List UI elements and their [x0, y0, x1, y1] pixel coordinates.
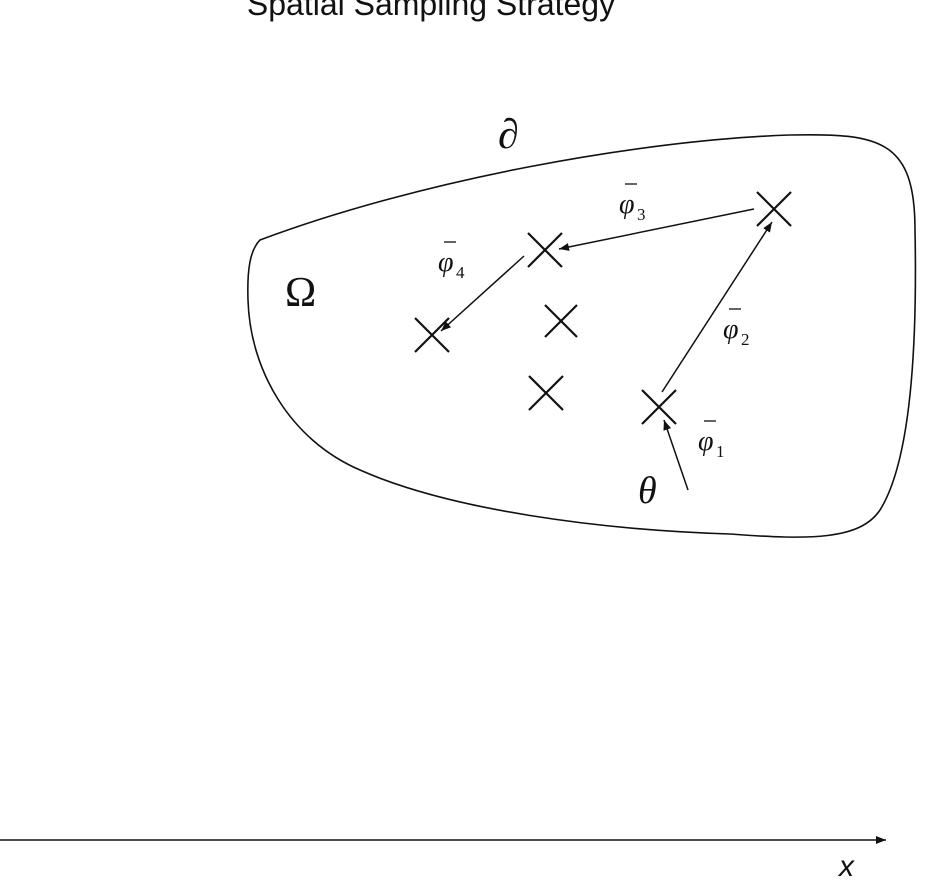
vector-symbol: φ [698, 426, 714, 457]
diagram-title: Spatial Sampling Strategy [246, 0, 616, 22]
vector-subscript: 1 [716, 442, 725, 461]
sample-marker-start [641, 389, 677, 425]
vector-label-2: φ 2 [723, 308, 750, 349]
vector-arrow-3 [558, 208, 755, 251]
domain-label: Ω [285, 270, 316, 316]
vector-symbol: φ [438, 247, 454, 278]
sample-marker-extra-1 [544, 304, 578, 338]
vector-symbol: φ [619, 189, 635, 220]
sample-marker-2 [756, 191, 792, 227]
vector-label-1: φ 1 [698, 420, 725, 461]
sample-marker-extra-2 [528, 375, 564, 411]
vector-label-4: φ 4 [438, 241, 465, 282]
vector-arrow-2 [661, 221, 773, 393]
start-label: θ [638, 470, 657, 512]
vector-symbol: φ [723, 314, 739, 345]
x-axis-label: x [837, 850, 855, 883]
sample-marker-3 [527, 232, 563, 268]
vector-arrow-4 [440, 255, 525, 332]
domain-boundary [247, 133, 917, 538]
sample-marker-4 [414, 317, 450, 353]
vector-arrow-1 [663, 419, 689, 491]
vector-subscript: 4 [456, 263, 465, 282]
boundary-label: ∂ [498, 112, 519, 158]
vector-label-3: φ 3 [619, 183, 646, 224]
vector-subscript: 3 [637, 205, 646, 224]
vector-subscript: 2 [741, 330, 750, 349]
